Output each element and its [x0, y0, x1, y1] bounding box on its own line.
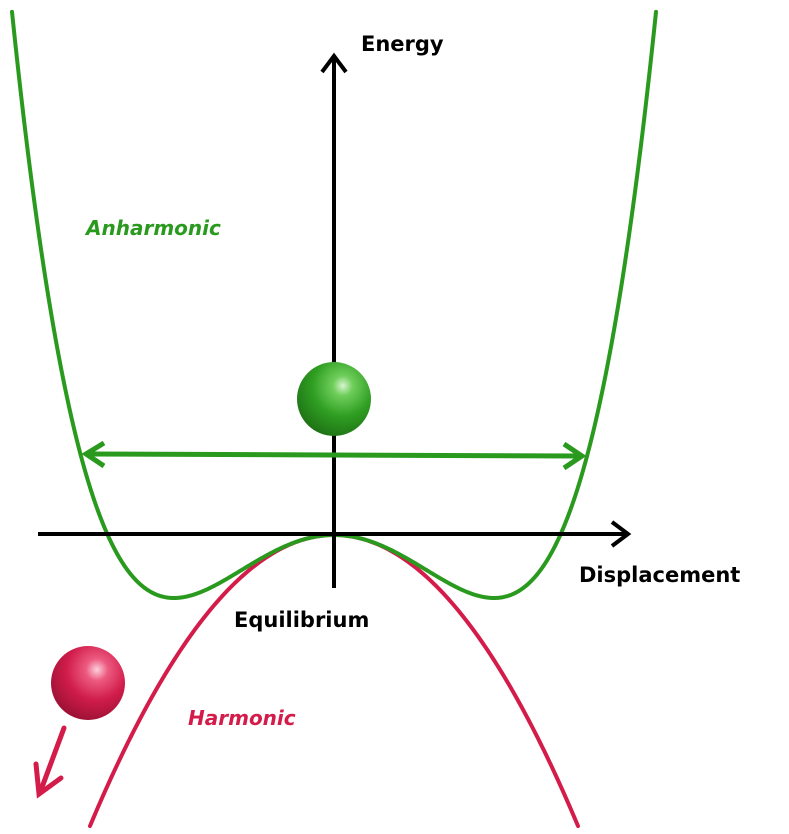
energy-axis-label: Energy: [361, 32, 444, 56]
green-sphere-icon: [297, 362, 371, 436]
down-left-arrow-icon: [33, 725, 67, 799]
y-axis-arrowhead: [320, 52, 348, 74]
x-axis-arrowhead: [610, 520, 632, 548]
red-sphere-icon: [51, 646, 125, 720]
harmonic-label: Harmonic: [188, 706, 296, 730]
displacement-axis-label: Displacement: [579, 563, 740, 587]
equilibrium-label: Equilibrium: [234, 608, 369, 632]
axes: [38, 52, 632, 588]
anharmonic-label: Anharmonic: [84, 216, 221, 240]
double-headed-arrow-icon: [81, 440, 587, 471]
